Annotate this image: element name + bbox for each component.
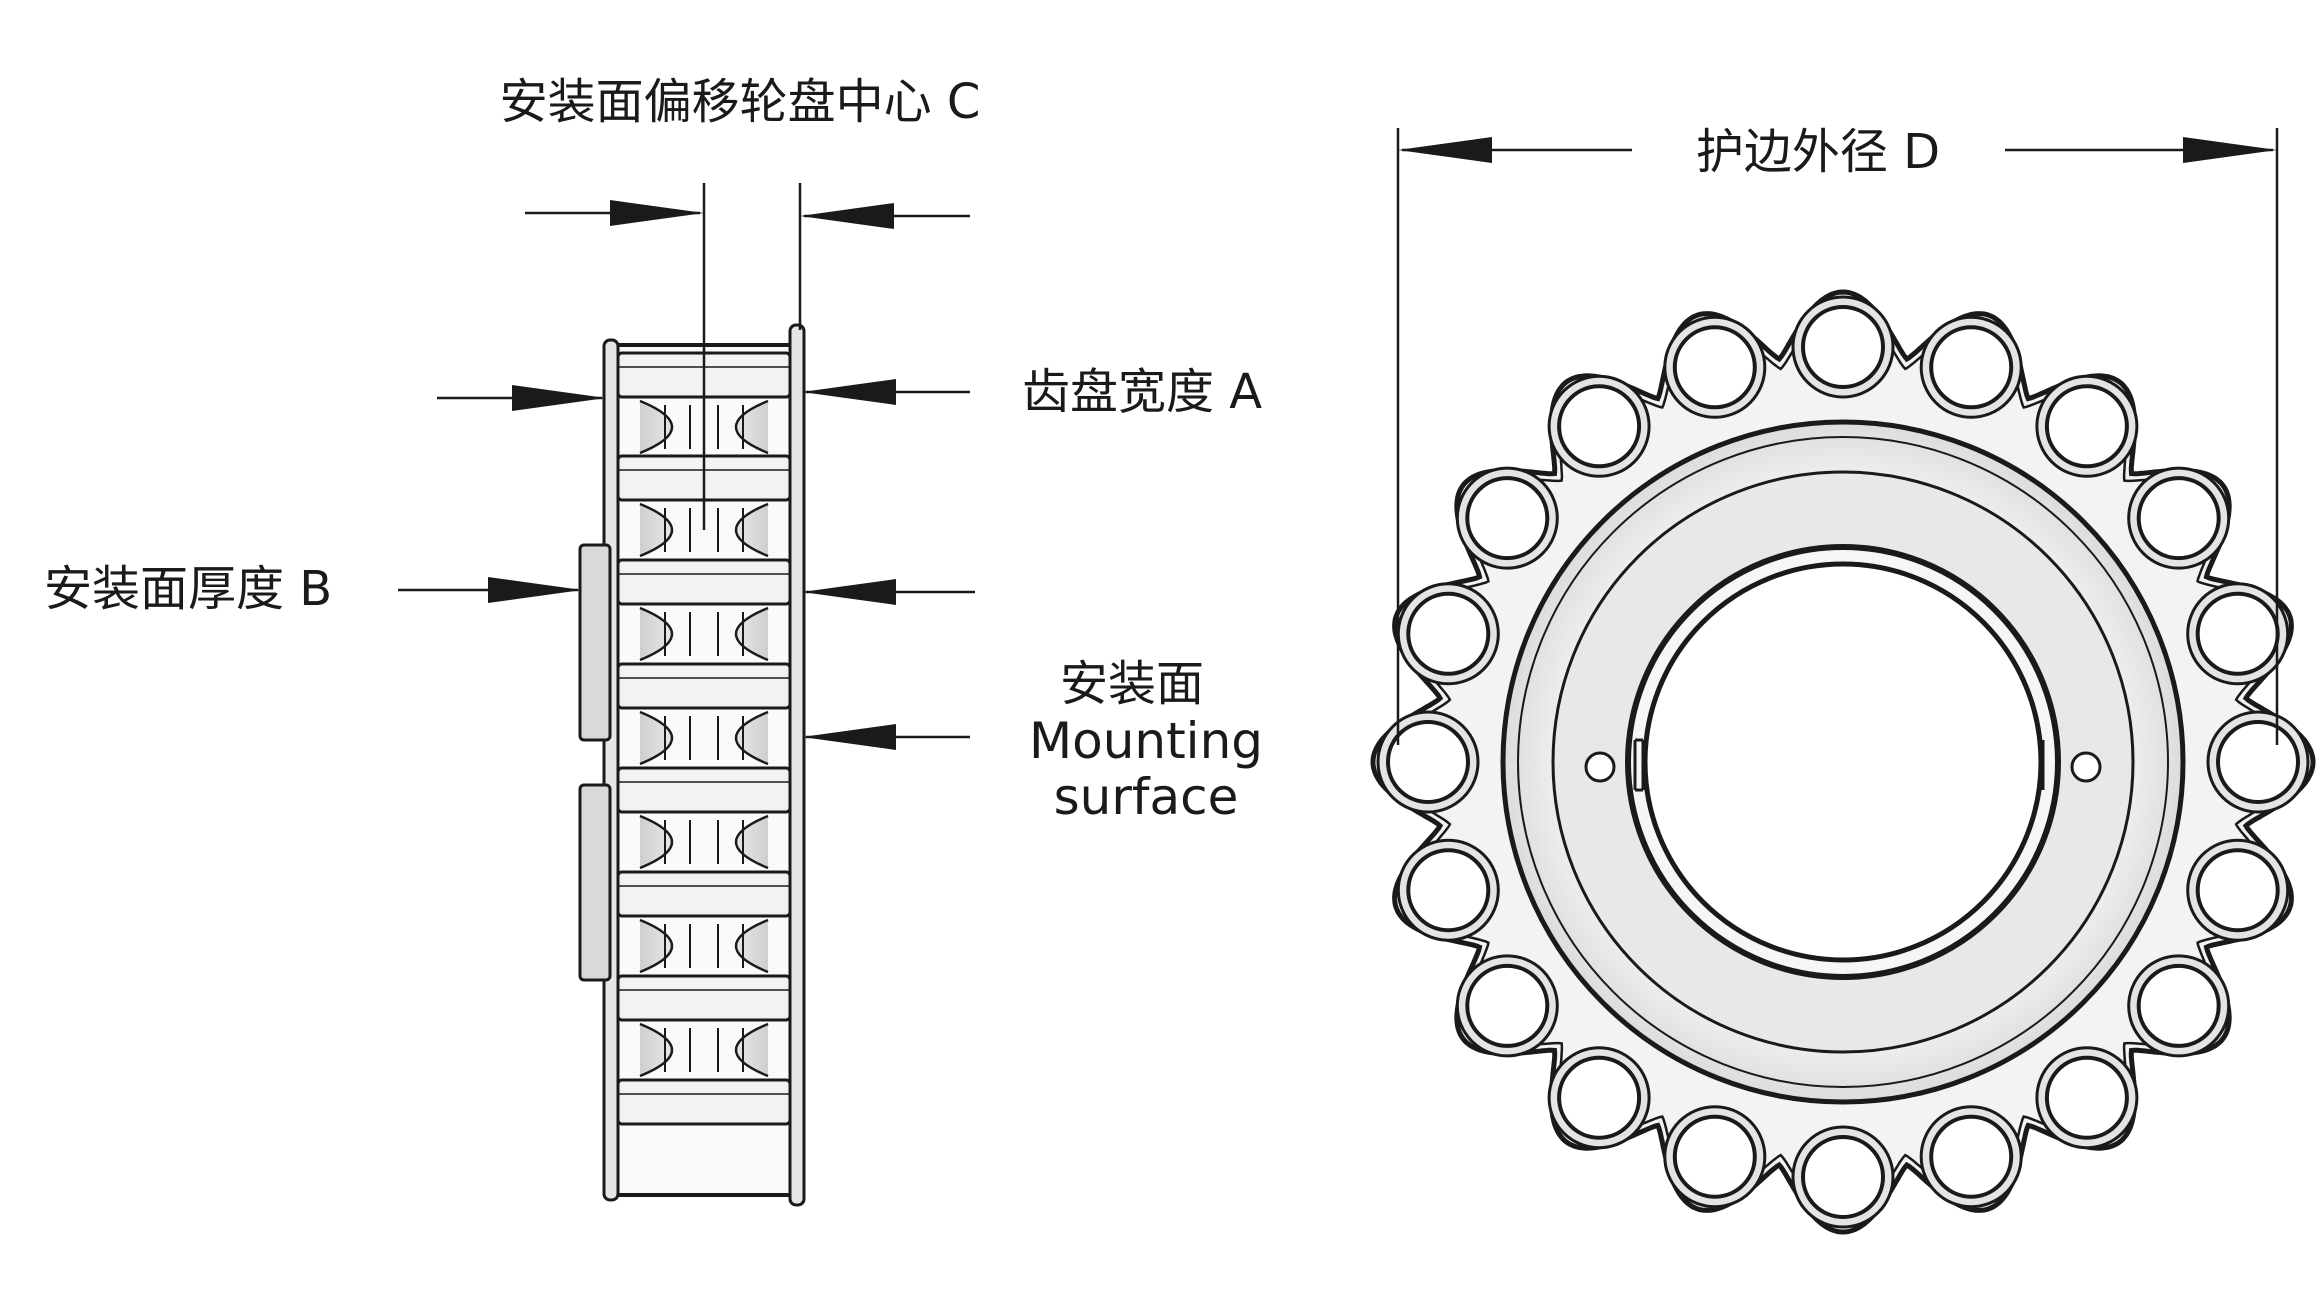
roller [2136, 963, 2221, 1048]
roller [2195, 848, 2280, 933]
label-offset-c: 安装面偏移轮盘中心 C [500, 74, 981, 130]
hub-bore [1642, 561, 2044, 963]
roller [2216, 720, 2300, 804]
dim-c-arrow-left [610, 200, 704, 226]
roller [1801, 1135, 1885, 1219]
roller [2136, 476, 2221, 561]
roller [1465, 476, 1550, 561]
side-web-detail [664, 508, 744, 552]
guard-ring-inner-line [1517, 436, 2169, 1088]
side-tooth [616, 870, 792, 918]
dim-b-arrow-left [488, 577, 582, 603]
label-outer-diameter-d: 护边外径 D [1696, 124, 1940, 180]
roller [2044, 384, 2129, 469]
side-web-detail [664, 1028, 744, 1072]
side-tooth [616, 766, 792, 814]
mount-hole-left [1584, 751, 1616, 783]
dim-d-arrow-right [2183, 137, 2277, 163]
mount-hub-upper [578, 543, 612, 742]
sprocket-side-view [578, 323, 806, 1207]
roller [1929, 1114, 2014, 1199]
dim-a-arrow-right [802, 379, 896, 405]
roller [2195, 591, 2280, 676]
dim-b-arrow-right [802, 579, 896, 605]
label-width-a: 齿盘宽度 A [1022, 364, 1262, 420]
roller [1465, 963, 1550, 1048]
roller [1406, 591, 1491, 676]
roller [1557, 1055, 1642, 1140]
roller [1929, 325, 2014, 410]
roller [2044, 1055, 2129, 1140]
sprocket-front-view [1370, 289, 2316, 1235]
mount-hole-right [2070, 751, 2102, 783]
roller [1406, 848, 1491, 933]
roller [1672, 325, 1757, 410]
side-web-detail [664, 716, 744, 760]
side-flange-right [788, 323, 806, 1207]
label-mounting-surface-cn: 安装面 [1060, 656, 1204, 712]
side-web-detail [664, 924, 744, 968]
side-tooth [616, 974, 792, 1022]
dim-a-arrow-left [512, 385, 606, 411]
roller [1386, 720, 1470, 804]
bore-notch-left [1633, 738, 1645, 792]
side-tooth [616, 1078, 792, 1126]
roller [1801, 305, 1885, 389]
label-mounting-surface-en-1: Mounting [1029, 712, 1263, 770]
roller [1557, 384, 1642, 469]
side-web-detail [664, 820, 744, 864]
label-mounting-surface-en-2: surface [1054, 768, 1239, 826]
sprocket-rollers [1376, 295, 2310, 1229]
side-tooth [616, 662, 792, 710]
label-thickness-b: 安装面厚度 B [44, 561, 332, 617]
side-tooth [616, 558, 792, 606]
dim-d-arrow-left [1398, 137, 1492, 163]
side-web-detail [664, 612, 744, 656]
mount-surface-arrow [802, 724, 896, 750]
mount-hub-lower [578, 783, 612, 982]
dim-c-arrow-right [800, 203, 894, 229]
roller [1672, 1114, 1757, 1199]
side-web-detail [664, 405, 744, 449]
side-flange-left [602, 338, 620, 1202]
